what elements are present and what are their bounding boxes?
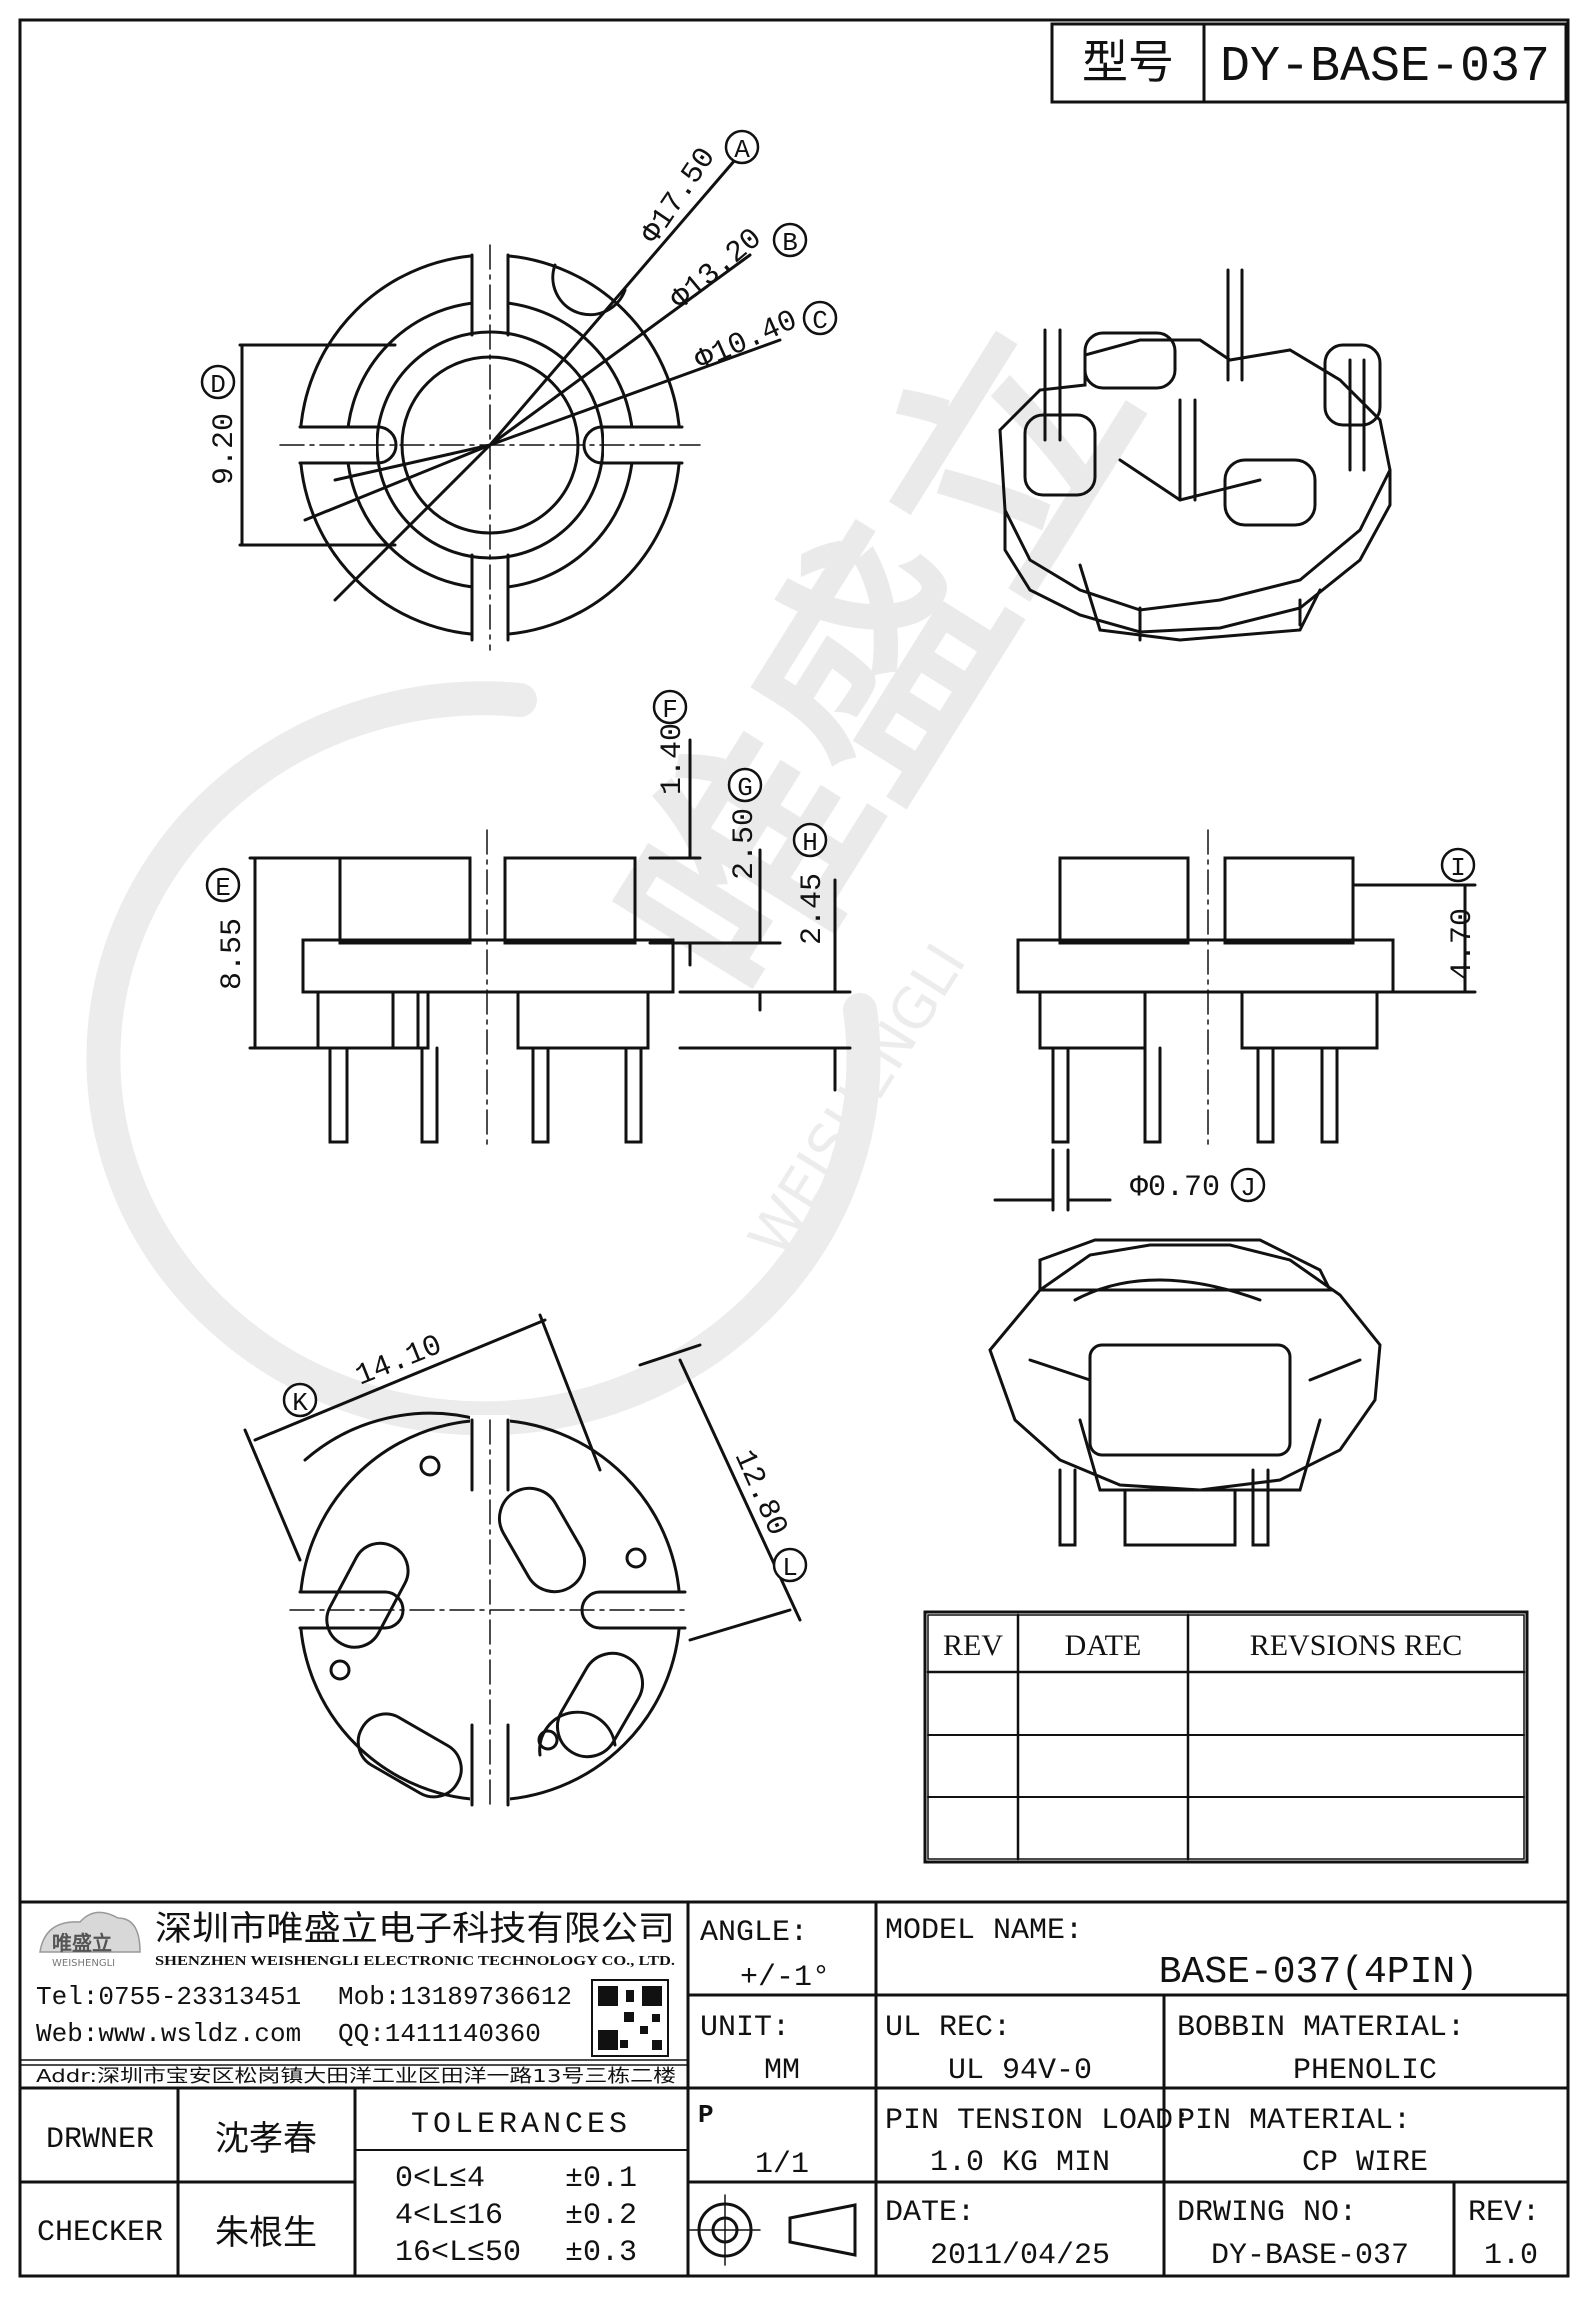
company-addr: Addr:深圳市宝安区松岗镇大田洋工业区田洋一路13号三栋二楼 (36, 2066, 676, 2087)
title-block-text: ANGLE: +/-1° MODEL NAME: BASE-037(4PIN) … (37, 1914, 1540, 2273)
tol-value-1: ±0.1 (565, 2162, 637, 2196)
qr-code (591, 1979, 669, 2057)
side-view (993, 829, 1477, 1212)
checker-label: CHECKER (37, 2216, 163, 2250)
drawing-no-value: DY-BASE-037 (1211, 2239, 1409, 2273)
dim-F-value: 1.40 (656, 723, 690, 795)
drawer-value: 沈孝春 (215, 2119, 317, 2159)
top-view (238, 158, 782, 651)
date-value: 2011/04/25 (930, 2239, 1110, 2273)
tol-value-2: ±0.2 (565, 2199, 637, 2233)
iso-view-bottom (988, 1238, 1382, 1547)
svg-text:唯盛立: 唯盛立 (52, 1931, 112, 1955)
dim-E-letter: E (215, 873, 231, 903)
page-mark: P (698, 2100, 714, 2130)
dim-J-letter: J (1240, 1173, 1256, 1203)
page-value: 1/1 (755, 2148, 809, 2182)
watermark-cn: 唯盛立 (571, 281, 1190, 1040)
pin-tension-value: 1.0 KG MIN (930, 2146, 1110, 2180)
angle-value: +/-1° (740, 1961, 830, 1995)
dim-J-value: Φ0.70 (1130, 1171, 1220, 1205)
dim-E-value: 8.55 (216, 918, 250, 990)
drawer-label: DRWNER (46, 2123, 154, 2157)
date-label: DATE: (885, 2196, 975, 2230)
rev-label: REV: (1468, 2196, 1540, 2230)
pin-material-label: PIN MATERIAL: (1177, 2104, 1411, 2138)
company-mob: Mob:13189736612 (338, 1982, 572, 2012)
dim-C-letter: C (812, 306, 828, 336)
revision-table: REV DATE REVSIONS REC (923, 1610, 1529, 1864)
rev-value: 1.0 (1484, 2239, 1538, 2273)
unit-value: MM (764, 2054, 800, 2088)
dim-F-letter: F (662, 695, 678, 725)
company-qq: QQ:1411140360 (338, 2019, 541, 2049)
title-block (18, 1900, 1570, 2278)
company-block: 唯盛立 WEISHENGLI 深圳市唯盛立电子科技有限公司 SHENZHEN W… (36, 1909, 676, 2087)
bobbin-value: PHENOLIC (1293, 2054, 1437, 2088)
svg-text:WEISHENGLI: WEISHENGLI (52, 1958, 115, 1969)
rev-col-header: REV (943, 1629, 1003, 1662)
tol-range-3: 16<L≤50 (395, 2236, 521, 2270)
company-logo: 唯盛立 WEISHENGLI (39, 1911, 141, 1969)
company-name-cn: 深圳市唯盛立电子科技有限公司 (155, 1909, 675, 1949)
dim-A-value: Φ17.50 (635, 142, 724, 251)
tol-range-2: 4<L≤16 (395, 2199, 503, 2233)
dim-B-letter: B (782, 228, 798, 258)
header-box: 型号 DY-BASE-037 (1050, 22, 1568, 104)
dim-I-letter: I (1450, 853, 1466, 883)
date-col-header: DATE (1065, 1629, 1142, 1662)
dim-I-value: 4.70 (1446, 908, 1480, 980)
dim-K-letter: K (292, 1388, 308, 1418)
dim-C-value: Φ10.40 (690, 304, 803, 379)
type-value: DY-BASE-037 (1220, 39, 1550, 96)
pin-material-value: CP WIRE (1302, 2146, 1428, 2180)
dim-H-letter: H (802, 828, 818, 858)
type-label: 型号 (1082, 35, 1174, 89)
revisions-col-header: REVSIONS REC (1250, 1629, 1463, 1662)
angle-label: ANGLE: (700, 1916, 808, 1950)
dim-D-value: 9.20 (208, 413, 242, 485)
dim-B-value: Φ13.20 (665, 222, 770, 317)
company-web: Web:www.wsldz.com (36, 2019, 301, 2049)
drawing-no-label: DRWING NO: (1177, 2196, 1357, 2230)
tol-range-1: 0<L≤4 (395, 2162, 485, 2196)
bottom-view (243, 1313, 802, 1811)
tolerances-label: TOLERANCES (411, 2108, 631, 2142)
tol-value-3: ±0.3 (565, 2236, 637, 2270)
front-view (248, 738, 852, 1151)
pin-tension-label: PIN TENSION LOAD: (885, 2104, 1191, 2138)
front-view-dims: E 8.55 F 1.40 G 2.50 H 2.45 (205, 689, 830, 990)
ul-label: UL REC: (885, 2011, 1011, 2045)
company-name-en: SHENZHEN WEISHENGLI ELECTRONIC TECHNOLOG… (155, 1954, 675, 1969)
dim-D-letter: D (210, 370, 226, 400)
projection-symbol (689, 2194, 857, 2266)
dim-G-letter: G (737, 773, 753, 803)
dim-H-value: 2.45 (796, 873, 830, 945)
iso-view-top (998, 268, 1392, 642)
model-value: BASE-037(4PIN) (1159, 1951, 1478, 1994)
side-view-dims: I 4.70 Φ0.70 J (1130, 847, 1480, 1205)
dim-L-letter: L (782, 1553, 798, 1583)
sheet-border (18, 18, 1570, 2278)
ul-value: UL 94V-0 (948, 2054, 1092, 2088)
dim-L-value: 12.80 (726, 1445, 794, 1541)
bobbin-label: BOBBIN MATERIAL: (1177, 2011, 1465, 2045)
model-label: MODEL NAME: (885, 1914, 1083, 1948)
dim-G-value: 2.50 (728, 808, 762, 880)
unit-label: UNIT: (700, 2011, 790, 2045)
dim-A-letter: A (734, 135, 750, 165)
bottom-view-dims: K 14.10 L 12.80 (282, 1329, 808, 1583)
checker-value: 朱根生 (215, 2213, 317, 2253)
dim-K-value: 14.10 (351, 1329, 447, 1394)
company-tel: Tel:0755-23313451 (36, 1982, 301, 2012)
